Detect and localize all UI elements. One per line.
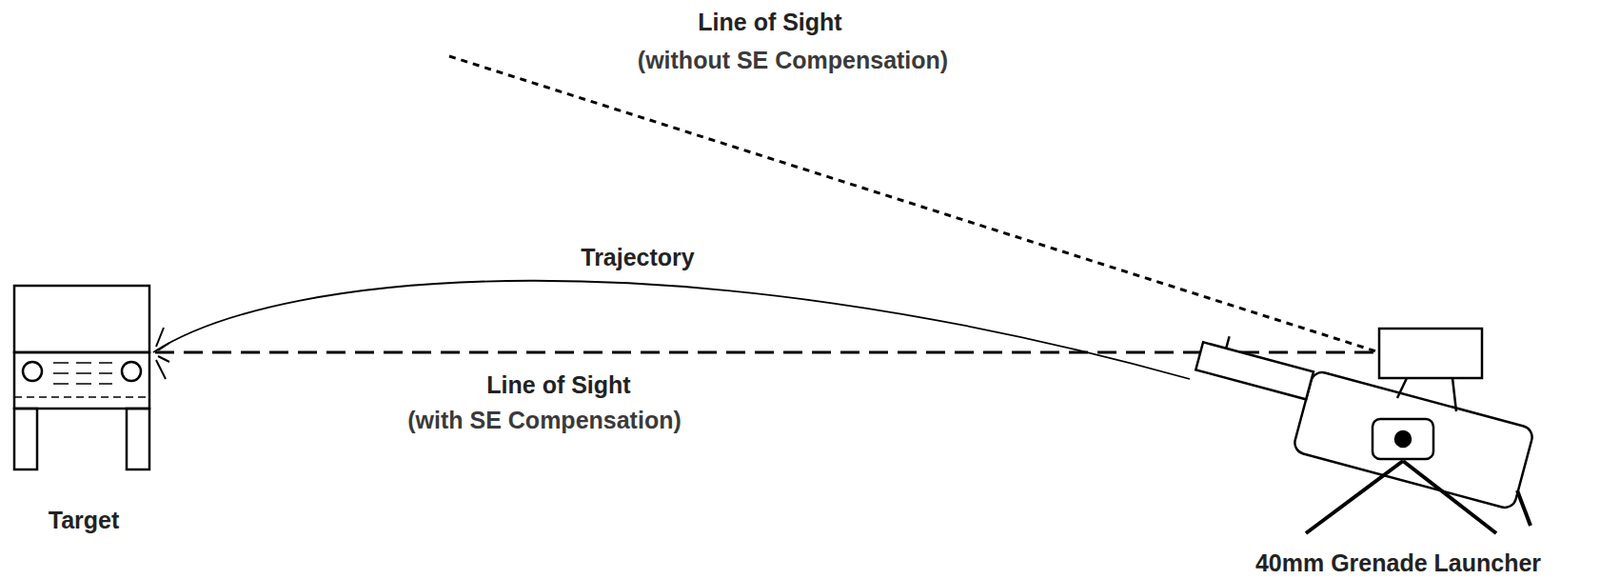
sight-line-uncompensated — [449, 56, 1380, 353]
trajectory-label: Trajectory — [580, 244, 695, 272]
grenade-launcher — [1182, 328, 1538, 534]
sight-line-compensated — [155, 351, 1380, 355]
target-label: Target — [48, 507, 120, 534]
sight-line-note: (without SE Compensation) — [637, 47, 949, 75]
trajectory-curve — [153, 280, 1190, 379]
sight-line-note: (with SE Compensation) — [407, 407, 682, 435]
launcher-label: 40mm Grenade Launcher — [1255, 550, 1541, 577]
sight-line-label: Line of Sight — [697, 9, 842, 37]
sight-line-label: Line of Sight — [486, 372, 631, 399]
target-truck — [14, 285, 170, 470]
